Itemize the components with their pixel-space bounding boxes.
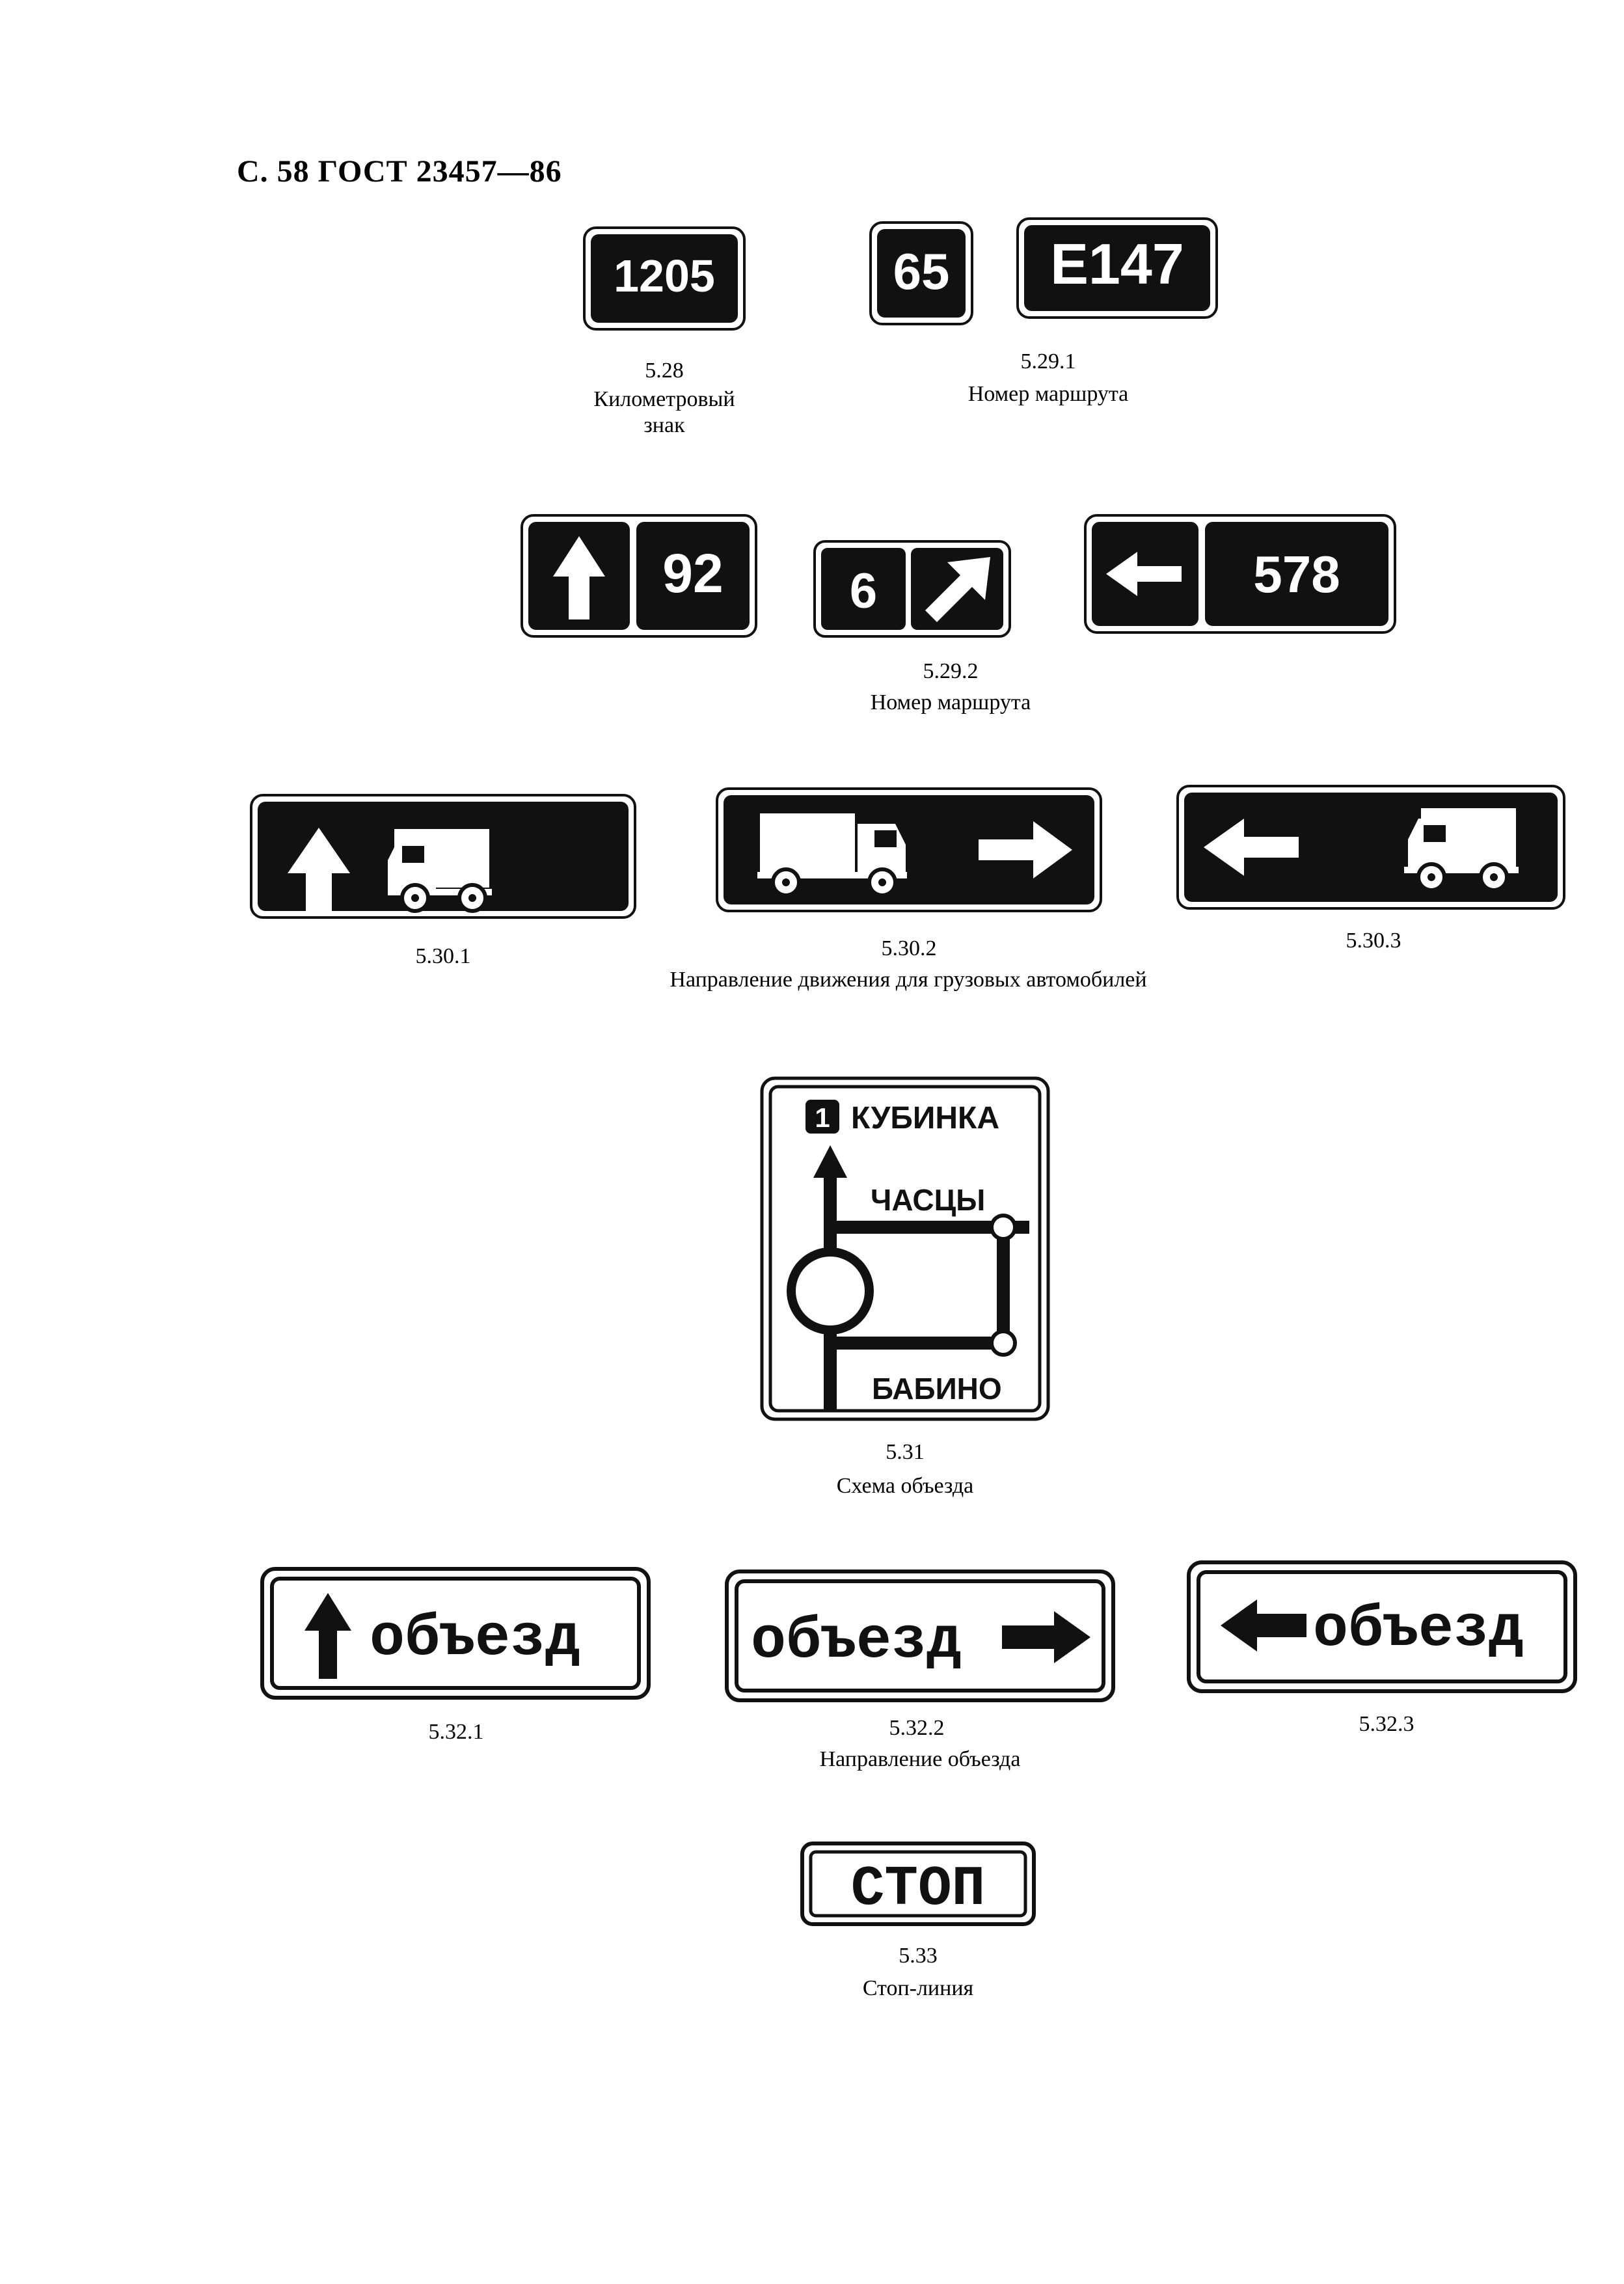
km-value: 1205: [614, 251, 715, 301]
arrow-up-icon: [288, 828, 350, 911]
detour-word-2: объезд: [751, 1609, 962, 1675]
sign-number-5-32-3: 5.32.3: [1359, 1712, 1414, 1736]
sign-5-28-kilometer: 1205: [583, 226, 746, 331]
sign-number-5-32-1: 5.32.1: [428, 1720, 484, 1744]
caption-5-28-line1: Километровый: [593, 387, 735, 411]
sign-5-30-1-truck-straight: [250, 794, 636, 919]
arrow-up-right-icon: [925, 557, 990, 622]
page-header: С. 58 ГОСТ 23457—86: [237, 154, 562, 189]
sign-number-5-30-1: 5.30.1: [415, 944, 471, 968]
arrow-left-icon: [1204, 819, 1299, 876]
sign-5-30-2-truck-right: [716, 787, 1102, 912]
arrow-right-icon: [979, 821, 1072, 878]
route-value-e147: E147: [1050, 232, 1184, 296]
arrow-right-icon: [1002, 1611, 1090, 1663]
route-value-578: 578: [1253, 545, 1340, 603]
caption-5-32: Направление объезда: [819, 1747, 1021, 1771]
arrow-up-icon: [304, 1593, 351, 1679]
truck-icon: [1404, 808, 1519, 892]
sign-5-31-detour-scheme: 1 КУБИНКА ЧАСЦЫ БАБИНО: [760, 1076, 1050, 1421]
dest-chastsy: ЧАСЦЫ: [871, 1183, 985, 1217]
arrow-up-icon: [813, 1145, 847, 1219]
arrow-left-icon: [1221, 1599, 1306, 1652]
sign-5-32-2-detour-right: объезд: [725, 1570, 1115, 1702]
sign-5-32-3-detour-left: объезд: [1187, 1560, 1577, 1693]
sign-number-5-30-3: 5.30.3: [1346, 929, 1401, 953]
sign-5-29-1-route-65: 65: [869, 221, 973, 325]
sign-5-29-2-6-up-right: 6: [813, 540, 1011, 638]
sign-number-5-32-2: 5.32.2: [889, 1716, 945, 1740]
caption-5-28-line2: знак: [643, 413, 685, 437]
arrow-up-icon: [553, 536, 605, 619]
sign-number-5-29-2: 5.29.2: [923, 659, 979, 683]
arrow-left-icon: [1106, 552, 1182, 596]
caption-5-29-2: Номер маршрута: [870, 690, 1031, 714]
sign-number-5-31: 5.31: [886, 1440, 925, 1464]
sign-5-29-2-up-92: 92: [521, 514, 757, 638]
sign-5-32-1-detour-straight: объезд: [260, 1567, 651, 1700]
route-value-65: 65: [893, 243, 950, 300]
sign-5-33-stop: СТОП: [800, 1842, 1036, 1926]
route-value-6: 6: [850, 564, 877, 619]
caption-5-33: Стоп-линия: [862, 1976, 974, 2000]
sign-5-29-1-route-e147: E147: [1016, 217, 1218, 319]
sign-5-29-2-left-578: 578: [1084, 514, 1396, 634]
truck-icon: [388, 829, 492, 913]
dest-kubinka: КУБИНКА: [851, 1101, 999, 1135]
caption-5-30: Направление движения для грузовых автомо…: [670, 968, 1147, 992]
sign-number-5-30-2: 5.30.2: [881, 936, 937, 960]
sign-number-5-33: 5.33: [899, 1944, 938, 1968]
detour-word-1: объезд: [370, 1606, 580, 1672]
route-value-92: 92: [662, 543, 723, 604]
dest-babino: БАБИНО: [872, 1372, 1002, 1406]
stop-word: СТОП: [851, 1857, 985, 1921]
sign-number-5-29-1: 5.29.1: [1020, 349, 1076, 374]
sign-5-30-3-truck-left: [1176, 785, 1565, 910]
detour-route-number: 1: [815, 1102, 830, 1133]
caption-5-31: Схема объезда: [836, 1474, 974, 1498]
truck-icon: [757, 813, 907, 897]
caption-5-29-1: Номер маршрута: [968, 382, 1129, 406]
detour-word-3: объезд: [1313, 1597, 1524, 1663]
sign-number-5-28: 5.28: [645, 359, 684, 383]
